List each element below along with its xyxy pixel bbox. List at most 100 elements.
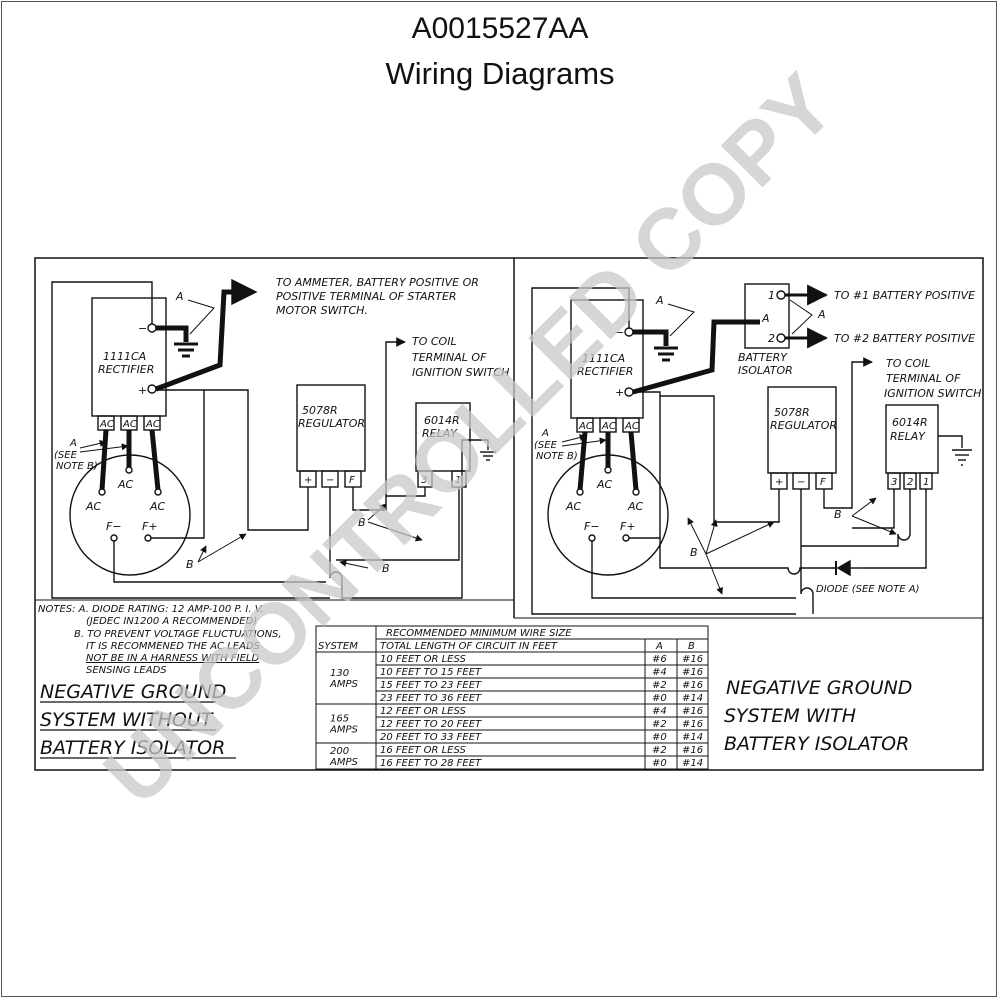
right-reg-minus: − <box>797 477 805 488</box>
wire-table-b: #16 <box>682 654 703 665</box>
right-relay-1: 1 <box>923 477 929 488</box>
left-relay-3: 3 <box>421 475 427 486</box>
right-relay-2: 2 <box>907 477 913 488</box>
wire-table-b: #16 <box>682 745 703 756</box>
left-rect-minus: − <box>138 322 147 335</box>
wire-table-b: #14 <box>682 693 703 704</box>
left-ac-label-2: AC <box>117 478 134 491</box>
wire-table-b: #16 <box>682 719 703 730</box>
wire-table-a: #0 <box>652 693 667 704</box>
right-reg-f: F <box>820 477 826 488</box>
right-caption-1: NEGATIVE GROUND <box>726 677 912 699</box>
wire-table-head-b: B <box>688 641 695 652</box>
wire-table-title: RECOMMENDED MINIMUM WIRE SIZE <box>386 628 572 639</box>
wire-table-head-length: TOTAL LENGTH OF CIRCUIT IN FEET <box>380 641 558 652</box>
right-label-a: A <box>655 294 664 307</box>
left-reg-plus: + <box>304 475 312 486</box>
wire-table-system: 130 <box>330 668 349 679</box>
right-reg-plus: + <box>775 477 783 488</box>
right-see-note-2: NOTE B) <box>536 451 578 462</box>
right-batt2: TO #2 BATTERY POSITIVE <box>834 332 975 345</box>
left-regulator-model: 5078R <box>302 404 338 417</box>
diode-label: DIODE (SEE NOTE A) <box>816 584 919 595</box>
right-relay-3: 3 <box>891 477 897 488</box>
left-label-b1: B <box>186 558 194 571</box>
left-relay-model: 6014R <box>424 414 460 427</box>
isolator-term-a: A <box>761 312 770 325</box>
wire-table-system: AMPS <box>329 679 358 690</box>
notes-block: NOTES: A. DIODE RATING: 12 AMP-100 P. I.… <box>38 604 282 676</box>
wire-table-length: 10 FEET OR LESS <box>380 654 466 665</box>
right-ac-term-3: AC <box>624 421 639 432</box>
left-panel <box>51 278 496 599</box>
left-caption-2: SYSTEM WITHOUT <box>40 709 214 731</box>
wire-table-b: #14 <box>682 758 703 769</box>
wire-table-text: RECOMMENDED MINIMUM WIRE SIZE SYSTEM TOT… <box>318 628 695 652</box>
wire-table-a: #2 <box>652 745 667 756</box>
note-line-1: NOTES: A. DIODE RATING: 12 AMP-100 P. I.… <box>38 604 264 615</box>
left-ac-term-3: AC <box>145 419 160 430</box>
right-ac-label-1: AC <box>565 500 582 513</box>
left-ammeter-line3: MOTOR SWITCH. <box>276 304 368 317</box>
isolator-term-1: 1 <box>768 289 775 302</box>
right-rectifier-name: RECTIFIER <box>577 365 633 378</box>
wire-table-length: 12 FEET OR LESS <box>380 706 466 717</box>
right-rect-plus: + <box>615 386 624 399</box>
left-ac-label-3: AC <box>149 500 166 513</box>
left-ac-term-1: AC <box>99 419 114 430</box>
right-label-b1: B <box>690 546 698 559</box>
isolator-line2: ISOLATOR <box>738 364 793 377</box>
left-label-a: A <box>175 290 184 303</box>
left-rectifier-name: RECTIFIER <box>98 363 154 376</box>
wire-table-a: #2 <box>652 680 667 691</box>
right-ac-label-3: AC <box>627 500 644 513</box>
wire-table-length: 15 FEET TO 23 FEET <box>380 680 482 691</box>
left-f-plus: F+ <box>142 520 158 533</box>
wire-table-a: #4 <box>652 706 667 717</box>
wire-table-length: 16 FEET OR LESS <box>380 745 466 756</box>
right-label-a-iso: A <box>817 308 826 321</box>
left-label-b2: B <box>358 516 366 529</box>
right-batt1: TO #1 BATTERY POSITIVE <box>834 289 975 302</box>
left-label-b3: B <box>382 562 390 575</box>
left-see-note-2: NOTE B) <box>56 461 98 472</box>
wire-table-a: #0 <box>652 732 667 743</box>
right-f-minus: F− <box>584 520 600 533</box>
right-caption-2: SYSTEM WITH <box>724 705 856 727</box>
left-reg-minus: − <box>326 475 334 486</box>
left-relay-1: 1 <box>455 475 461 486</box>
left-rect-plus: + <box>138 384 147 397</box>
wire-table-system: AMPS <box>329 725 358 736</box>
right-regulator-name: REGULATOR <box>770 419 837 432</box>
note-line-6: SENSING LEADS <box>86 665 167 676</box>
left-caption-3: BATTERY ISOLATOR <box>40 737 225 759</box>
left-caption: NEGATIVE GROUND SYSTEM WITHOUT BATTERY I… <box>40 681 236 759</box>
right-relay-model: 6014R <box>892 416 928 429</box>
wire-table-head-a: A <box>655 641 663 652</box>
wire-table-b: #16 <box>682 667 703 678</box>
right-regulator-model: 5078R <box>774 406 810 419</box>
wire-table-a: #0 <box>652 758 667 769</box>
left-coil-line3: IGNITION SWITCH <box>412 366 509 379</box>
left-ac-label-1: AC <box>85 500 102 513</box>
left-ammeter-line2: POSITIVE TERMINAL OF STARTER <box>276 290 457 303</box>
wire-table-length: 12 FEET TO 20 FEET <box>380 719 482 730</box>
left-labels: TO AMMETER, BATTERY POSITIVE OR POSITIVE… <box>54 276 509 575</box>
note-line-4: IT IS RECOMMENED THE AC LEADS <box>86 641 261 652</box>
right-relay-name: RELAY <box>890 430 926 443</box>
wire-table-system: 165 <box>330 714 349 725</box>
left-caption-1: NEGATIVE GROUND <box>40 681 226 703</box>
left-f-minus: F− <box>106 520 122 533</box>
left-see-note-1: (SEE <box>54 450 78 461</box>
right-labels: TO #1 BATTERY POSITIVE TO #2 BATTERY POS… <box>534 289 981 595</box>
isolator-term-2: 2 <box>768 332 775 345</box>
right-panel <box>531 283 972 615</box>
wire-table-head-system: SYSTEM <box>318 641 358 652</box>
right-coil-line1: TO COIL <box>886 357 931 370</box>
wire-table-length: 10 FEET TO 15 FEET <box>380 667 482 678</box>
right-coil-line3: IGNITION SWITCH <box>884 387 981 400</box>
battery-isolator-box <box>744 283 790 349</box>
